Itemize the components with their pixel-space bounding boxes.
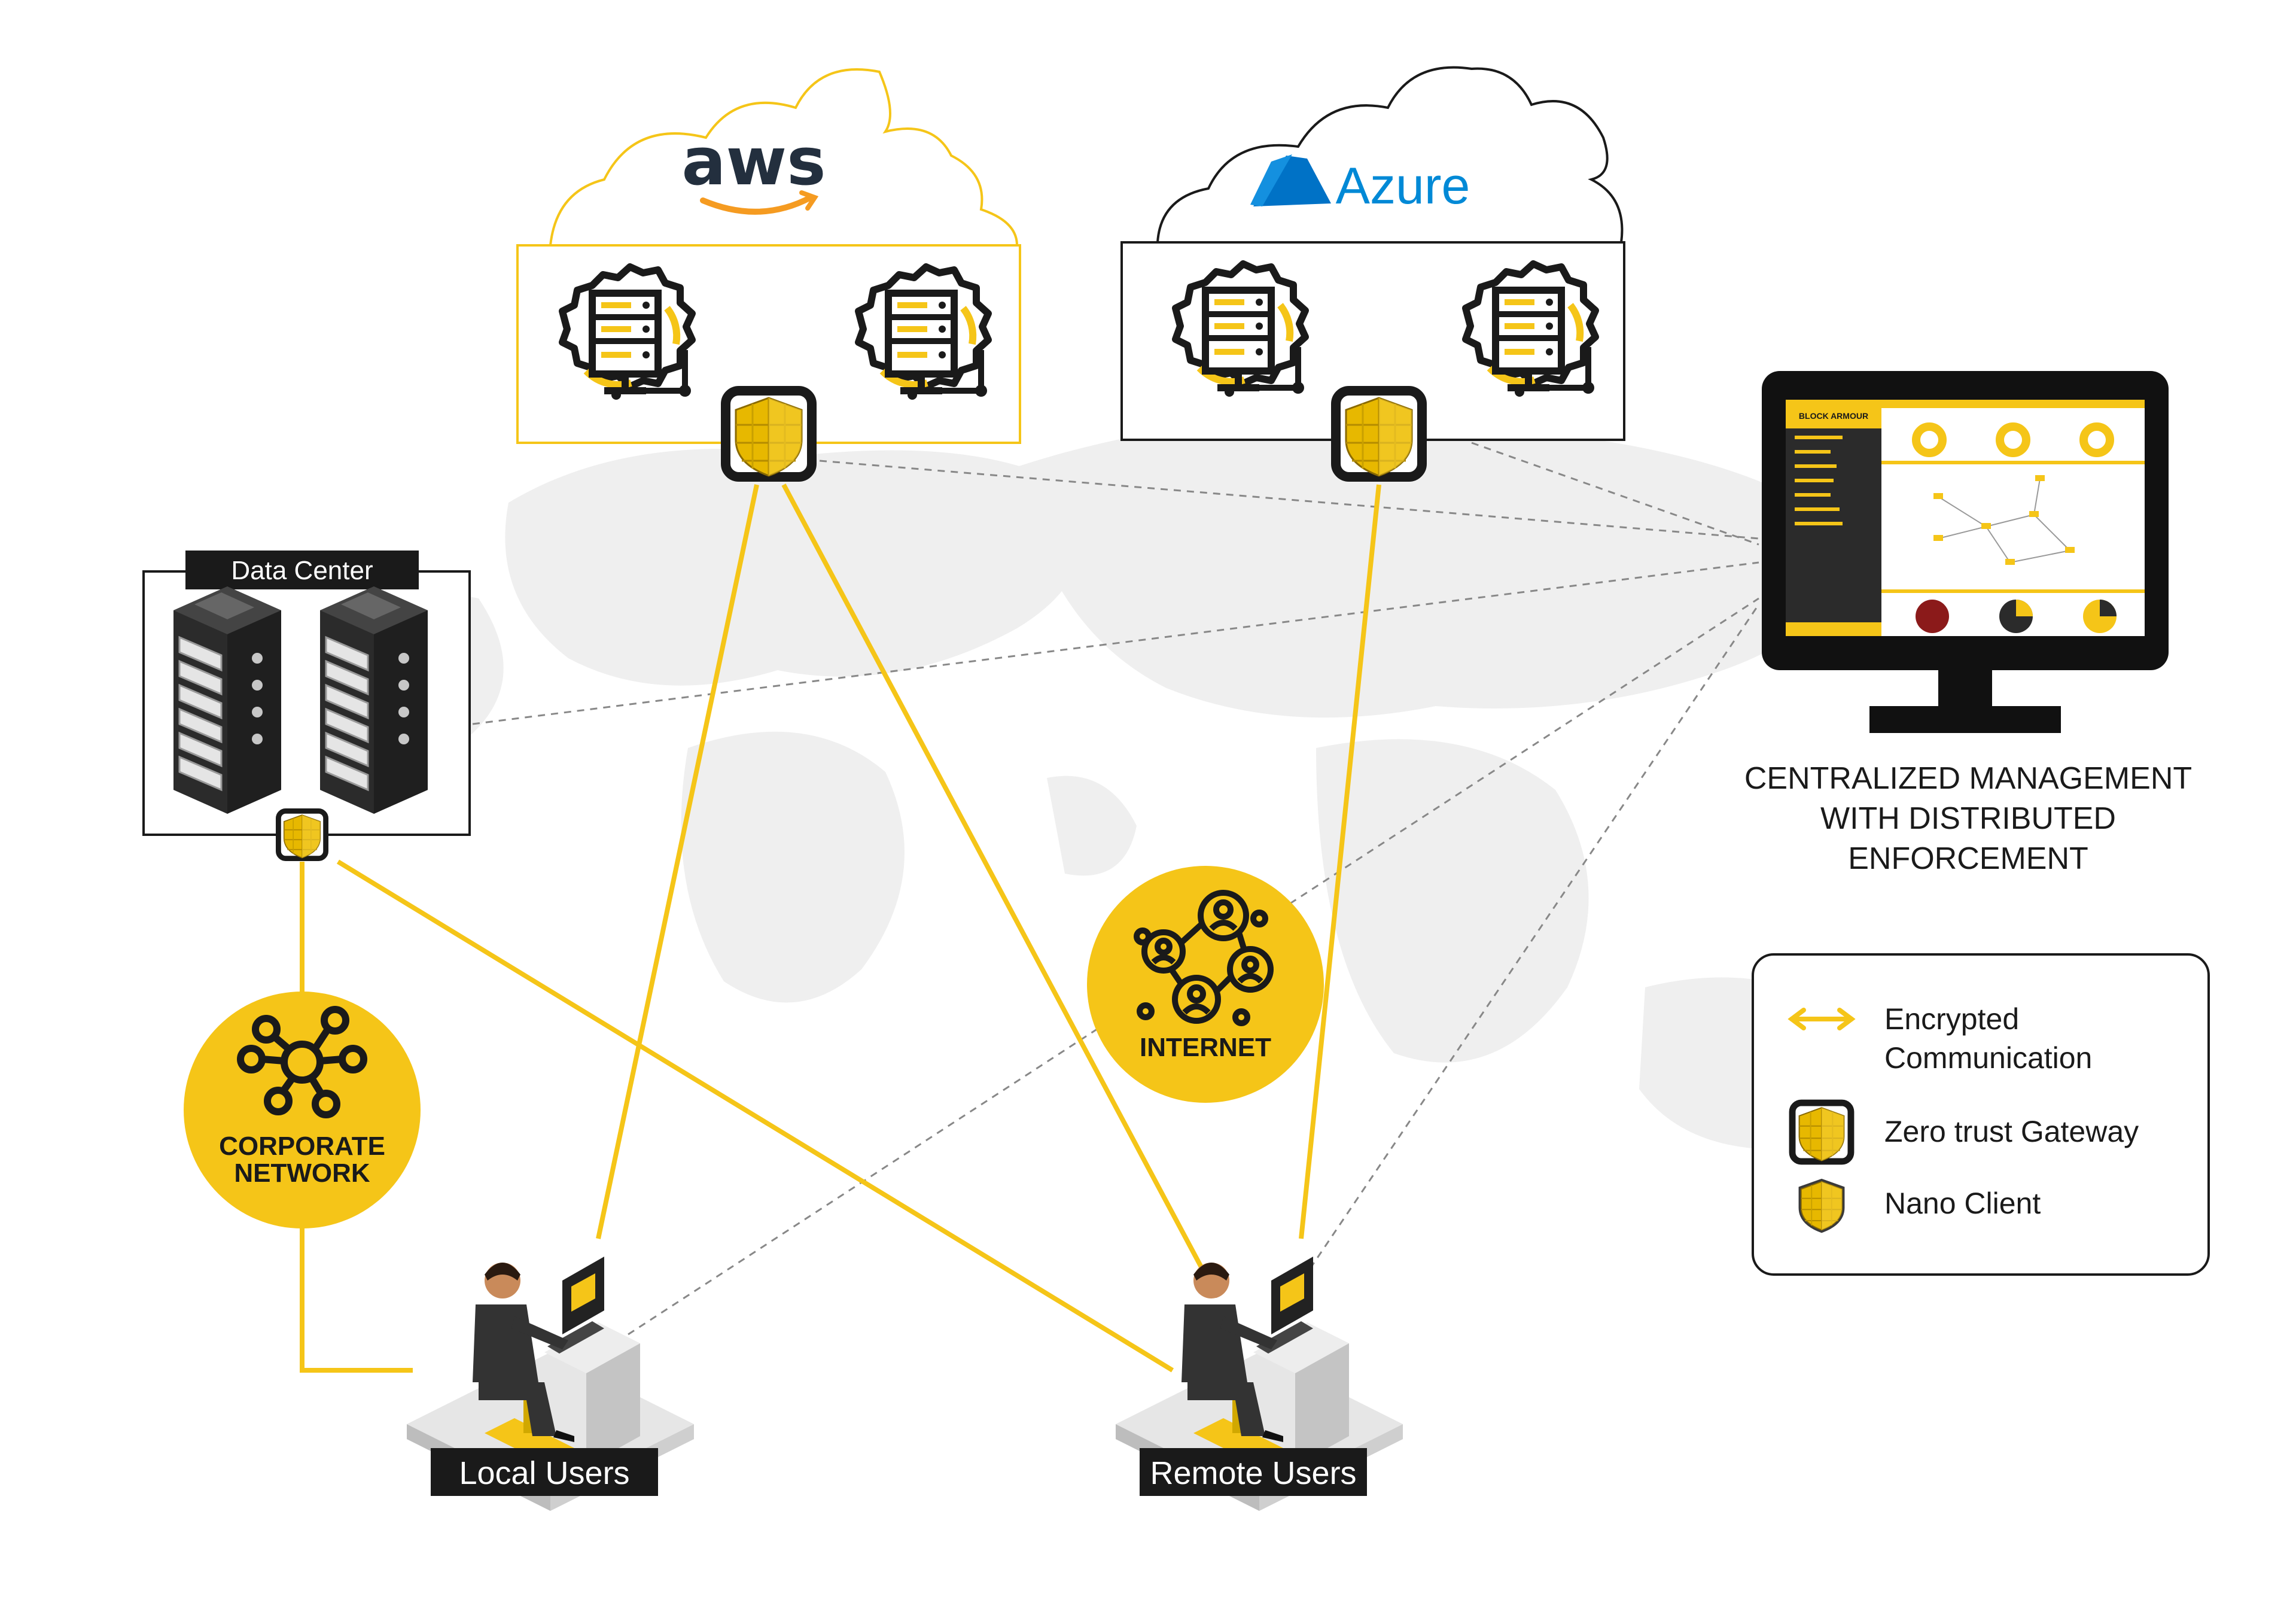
- server-rack-icon-1: [172, 585, 282, 815]
- people-network-icon: [1134, 890, 1274, 1026]
- legend-nano-client-icon: [1798, 1178, 1845, 1233]
- internet-label: INTERNET: [1140, 1033, 1271, 1062]
- legend-nano-client-label: Nano Client: [1884, 1187, 2041, 1220]
- network-nodes-icon: [237, 1006, 367, 1118]
- legend: Encrypted Communication Zero trust Gatew…: [1752, 953, 2210, 1276]
- corporate-network-line2: NETWORK: [234, 1158, 370, 1188]
- azure-cloud: Azure: [1120, 66, 1625, 441]
- management-line2: WITH DISTRIBUTED: [1820, 801, 2116, 836]
- aws-logo-text: aws: [681, 123, 826, 200]
- remote-users-label: Remote Users: [1150, 1455, 1356, 1491]
- aws-gateway-icon: [726, 391, 812, 477]
- datacenter-gateway-icon: [278, 811, 325, 858]
- local-users: Local Users: [407, 1257, 694, 1511]
- encrypted-links: [300, 483, 1381, 1373]
- legend-encrypted-line2: Communication: [1884, 1041, 2092, 1075]
- aws-smile-icon: [700, 194, 814, 215]
- azure-logo-icon: [1250, 154, 1331, 206]
- legend-gateway-icon: [1792, 1103, 1851, 1161]
- internet: INTERNET: [1087, 866, 1324, 1103]
- data-center-label: Data Center: [231, 556, 373, 585]
- azure-logo-text: Azure: [1336, 157, 1470, 215]
- encrypted-arrow-icon: [1788, 1008, 1856, 1030]
- corporate-network: CORPORATE NETWORK: [184, 992, 421, 1228]
- remote-users: Remote Users: [1116, 1257, 1403, 1511]
- data-center: Data Center: [142, 551, 471, 859]
- management-monitor: BLOCK ARMOUR: [1744, 371, 2192, 876]
- local-users-label: Local Users: [459, 1455, 629, 1491]
- world-map-background: [171, 416, 1862, 1149]
- monitor-brand-text: BLOCK ARMOUR: [1799, 411, 1868, 421]
- legend-encrypted-line1: Encrypted: [1884, 1002, 2019, 1036]
- server-rack-icon-2: [319, 585, 429, 815]
- management-line3: ENFORCEMENT: [1848, 841, 2088, 876]
- azure-gateway-icon: [1336, 391, 1422, 477]
- corporate-network-line1: CORPORATE: [219, 1132, 385, 1161]
- management-line1: CENTRALIZED MANAGEMENT: [1744, 761, 2192, 796]
- legend-gateway-label: Zero trust Gateway: [1884, 1115, 2139, 1148]
